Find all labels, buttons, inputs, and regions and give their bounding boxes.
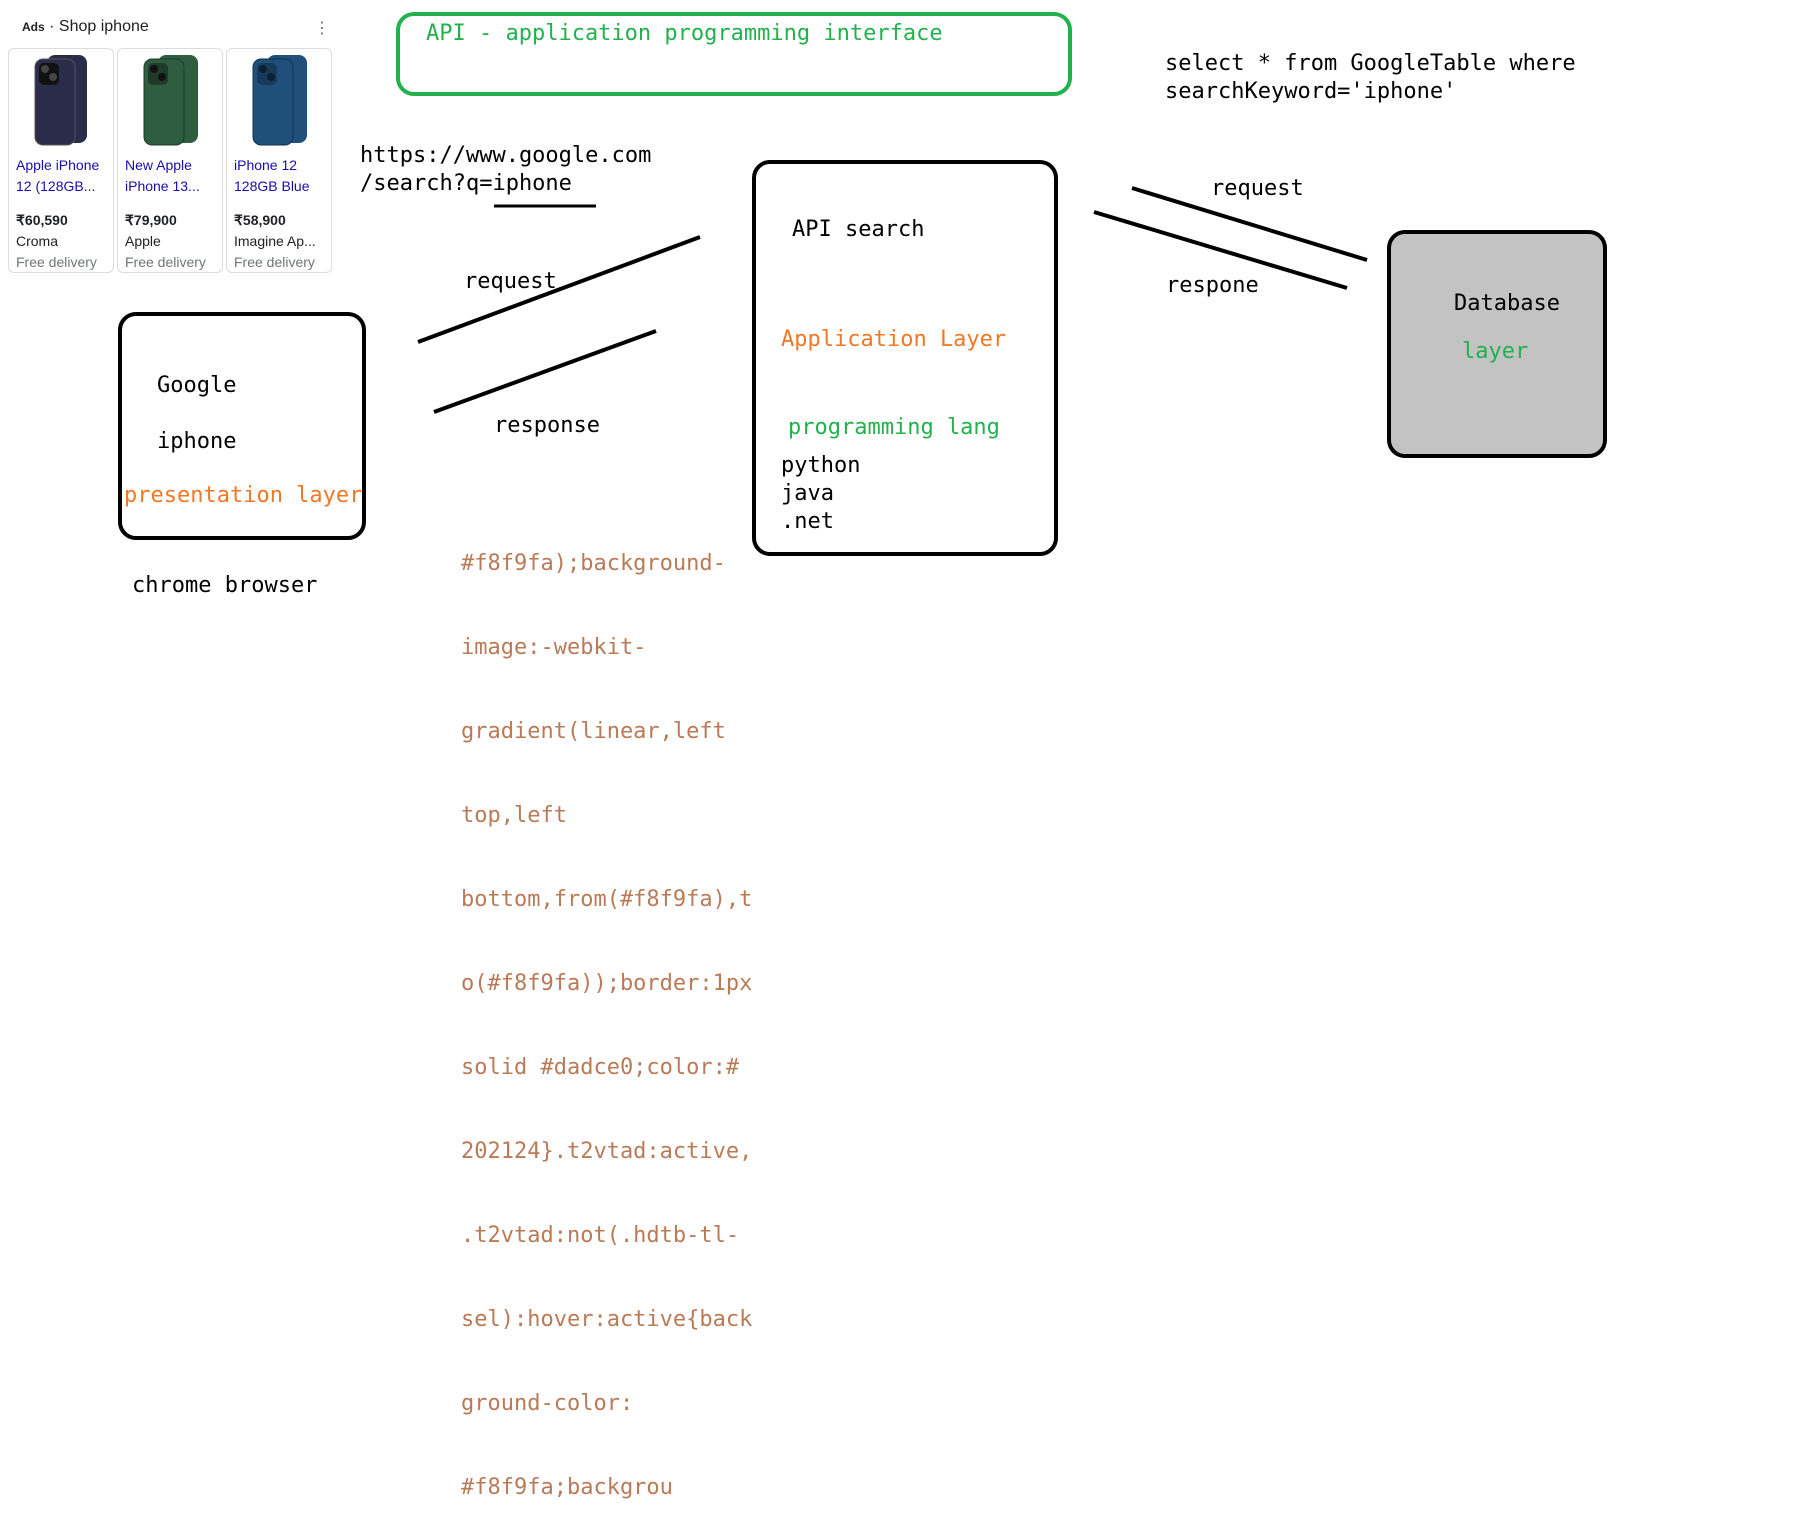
database-layer-label: layer — [1462, 339, 1529, 364]
sql-query-line1: select * from GoogleTable where — [1165, 51, 1576, 76]
css-line: ground-color: — [461, 1391, 634, 1416]
url-line2: /search?q=iphone — [360, 171, 572, 196]
product-title-cont[interactable]: 12 (128GB... — [16, 178, 96, 194]
css-line: image:-webkit- — [461, 635, 647, 660]
request-label-right: request — [1211, 176, 1304, 201]
product-price: ₹79,900 — [125, 212, 177, 228]
product-seller: Apple — [125, 233, 161, 249]
product-title[interactable]: New Apple — [125, 157, 192, 173]
lang-dotnet: .net — [781, 509, 834, 534]
product-cards: Apple iPhone 12 (128GB... ₹60,590 Croma … — [8, 48, 332, 273]
css-line: bottom,from(#f8f9fa),t — [461, 887, 753, 912]
product-card[interactable]: iPhone 12 128GB Blue ₹58,900 Imagine Ap.… — [226, 48, 332, 273]
lang-python: python — [781, 453, 861, 478]
product-card[interactable]: Apple iPhone 12 (128GB... ₹60,590 Croma … — [8, 48, 114, 273]
product-delivery: Free delivery — [234, 254, 315, 270]
lang-java: java — [781, 481, 834, 506]
product-title[interactable]: Apple iPhone — [16, 157, 100, 173]
css-line: #f8f9fa;backgrou — [461, 1475, 673, 1500]
google-label: Google — [157, 373, 237, 398]
css-line: gradient(linear,left — [461, 719, 726, 744]
product-seller: Croma — [16, 233, 59, 249]
product-title-cont[interactable]: 128GB Blue — [234, 178, 310, 194]
response-label-left: response — [494, 413, 600, 438]
css-line: o(#f8f9fa));border:1px — [461, 971, 753, 996]
product-delivery: Free delivery — [125, 254, 206, 270]
ads-heading: Ads · Shop iphone — [22, 18, 149, 35]
product-delivery: Free delivery — [16, 254, 97, 270]
css-line: top,left — [461, 803, 567, 828]
request-arrow-right — [1131, 186, 1368, 262]
database-layer-box — [1387, 230, 1607, 458]
product-card[interactable]: New Apple iPhone 13... ₹79,900 Apple Fre… — [117, 48, 223, 273]
product-title-cont[interactable]: iPhone 13... — [125, 178, 200, 194]
connector-lines — [417, 186, 1368, 414]
css-line: sel):hover:active{back — [461, 1307, 753, 1332]
iphone-image — [252, 55, 307, 146]
database-label: Database — [1454, 291, 1560, 316]
product-price: ₹58,900 — [234, 212, 286, 228]
iphone-image — [34, 55, 87, 146]
programming-lang-label: programming lang — [788, 415, 1000, 440]
url-line1: https://www.google.com — [360, 143, 652, 168]
api-search-label: API search — [792, 217, 925, 242]
css-line: .t2vtad:not(.hdtb-tl- — [461, 1223, 740, 1248]
response-arrow-right — [1093, 210, 1348, 290]
application-layer-label: Application Layer — [781, 327, 1007, 352]
css-line: #f8f9fa);background- — [461, 551, 726, 576]
chrome-browser-caption: chrome browser — [132, 573, 318, 598]
css-line: solid #dadce0;color:# — [461, 1055, 740, 1080]
more-vert-icon[interactable]: ⋮ — [314, 20, 330, 37]
presentation-layer-box — [118, 312, 366, 540]
request-label-left: request — [464, 269, 557, 294]
response-arrow-left — [433, 329, 657, 414]
product-price: ₹60,590 — [16, 212, 68, 228]
css-line: 202124}.t2vtad:active, — [461, 1139, 753, 1164]
sql-query-line2: searchKeyword='iphone' — [1165, 79, 1457, 104]
api-title-box — [396, 12, 1072, 96]
presentation-layer-label: presentation layer — [124, 483, 363, 508]
request-arrow-left — [417, 235, 701, 344]
iphone-image — [143, 55, 198, 146]
shop-ads-panel: Ads · Shop iphone ⋮ Apple iPhone 12 (128… — [6, 12, 332, 274]
api-title: API - application programming interface — [426, 21, 943, 46]
iphone-label: iphone — [157, 429, 237, 454]
application-layer-box — [752, 160, 1058, 556]
product-seller: Imagine Ap... — [234, 233, 316, 249]
css-snippet: #f8f9fa);background- image:-webkit- grad… — [461, 494, 752, 1530]
product-title[interactable]: iPhone 12 — [234, 157, 298, 173]
response-label-right: respone — [1166, 273, 1259, 298]
